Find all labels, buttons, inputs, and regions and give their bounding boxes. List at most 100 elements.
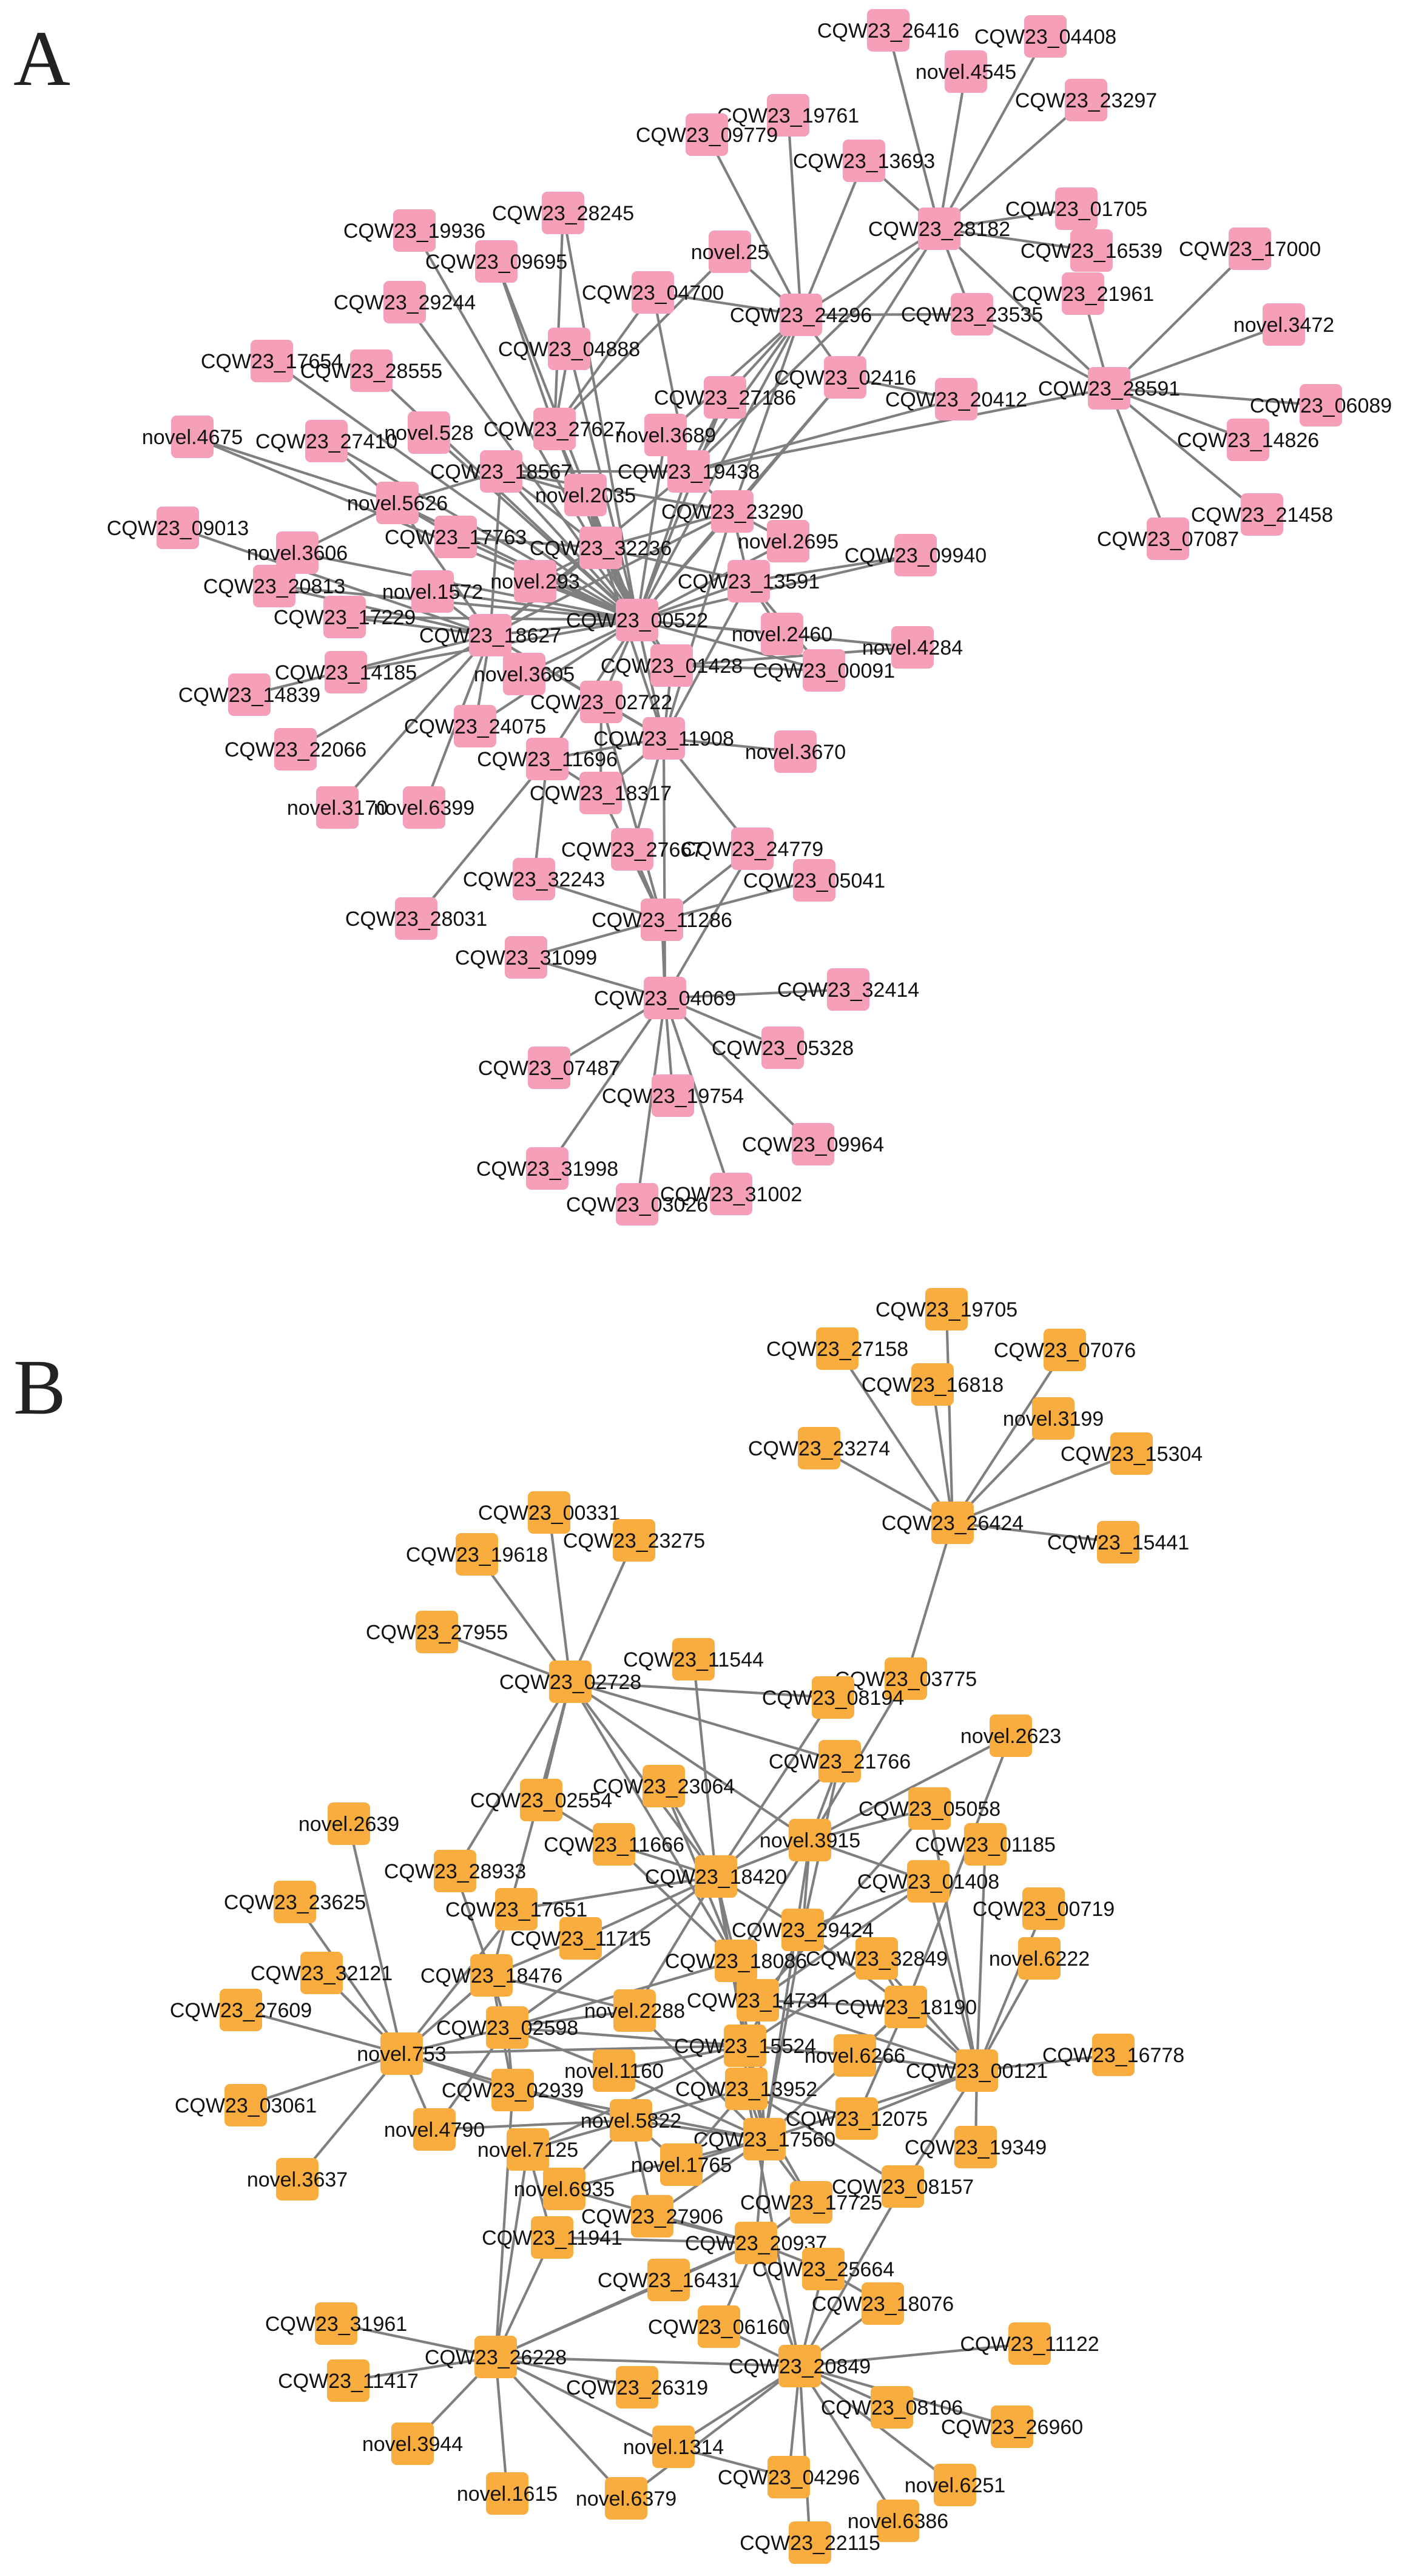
node-box: [735, 2222, 777, 2264]
node-box: [789, 2521, 831, 2564]
node-label: CQW23_14839: [178, 684, 320, 707]
node-cqw23-11286: CQW23_11286: [592, 899, 732, 941]
node-box: [1227, 419, 1269, 461]
node-box: [737, 1979, 779, 2021]
node-box: [885, 1986, 927, 2028]
node-box: [724, 2025, 766, 2067]
node-box: [798, 1427, 840, 1469]
node-box: [411, 570, 454, 613]
node-novel-3605: novel.3605: [474, 653, 575, 695]
node-cqw23-20937: CQW23_20937: [685, 2222, 827, 2264]
edge-cqw23-26424-to-cqw23-07076: [951, 1348, 1067, 1525]
edge-cqw23-24296-to-cqw23-23290: [730, 313, 803, 513]
node-cqw23-26319: CQW23_26319: [566, 2366, 708, 2409]
node-label: CQW23_20813: [203, 575, 345, 598]
node-cqw23-09940: CQW23_09940: [845, 534, 987, 576]
node-box: [644, 977, 686, 1019]
node-label: CQW23_23535: [901, 303, 1043, 326]
edge-cqw23-18420-to-cqw23-02598: [505, 1875, 718, 2029]
node-box: [951, 293, 993, 335]
edge-novel-753-to-cqw23-15524: [400, 2044, 747, 2055]
node-label: CQW23_01185: [915, 1833, 1056, 1856]
node-box: [520, 1779, 562, 1821]
node-box: [911, 1363, 954, 1406]
node-cqw23-13591: CQW23_13591: [678, 560, 820, 602]
node-label: CQW23_03775: [835, 1668, 977, 1691]
node-label: CQW23_32849: [806, 1947, 948, 1971]
node-cqw23-15441: CQW23_15441: [1047, 1521, 1189, 1563]
node-box: [790, 2181, 832, 2224]
node-novel-3472: novel.3472: [1233, 303, 1334, 346]
node-label: CQW23_28031: [345, 908, 487, 931]
node-cqw23-04700: CQW23_04700: [582, 271, 724, 314]
node-cqw23-18086: CQW23_18086: [665, 1940, 807, 1982]
node-label: CQW23_09013: [107, 517, 249, 540]
edge-novel-753-to-cqw23-17651: [400, 1907, 518, 2055]
node-cqw23-11941: CQW23_11941: [482, 2216, 623, 2259]
node-cqw23-16431: CQW23_16431: [598, 2259, 740, 2301]
node-cqw23-24075: CQW23_24075: [404, 705, 546, 747]
node-cqw23-23535: CQW23_23535: [901, 293, 1043, 335]
node-cqw23-14826: CQW23_14826: [1177, 419, 1319, 461]
node-label: CQW23_11696: [477, 748, 618, 771]
node-novel-3199: novel.3199: [1003, 1397, 1104, 1440]
node-box: [1024, 15, 1067, 58]
node-novel-2288: novel.2288: [584, 1989, 685, 2032]
edge-novel-753-to-cqw23-03061: [244, 2052, 403, 2107]
node-box: [843, 140, 885, 182]
node-box: [1229, 228, 1271, 270]
node-box: [434, 1850, 476, 1892]
node-cqw23-11908: CQW23_11908: [593, 717, 734, 760]
node-cqw23-02598: CQW23_02598: [436, 2006, 578, 2049]
node-box: [593, 1823, 635, 1866]
node-box: [495, 1888, 538, 1930]
edge-cqw23-28591-to-cqw23-14826: [1107, 386, 1250, 442]
node-cqw23-27627: CQW23_27627: [484, 408, 626, 450]
node-label: CQW23_27955: [366, 1621, 508, 1644]
node-label: novel.3944: [362, 2433, 463, 2456]
node-label: CQW23_06160: [648, 2316, 790, 2339]
node-label: CQW23_11544: [623, 1648, 764, 1671]
node-novel-6266: novel.6266: [805, 2034, 905, 2077]
node-box: [543, 2168, 585, 2210]
node-box: [542, 192, 584, 234]
node-label: novel.4545: [916, 61, 1016, 84]
edge-cqw23-17560-to-novel-2288: [633, 2009, 766, 2141]
node-cqw23-27158: CQW23_27158: [766, 1327, 908, 1370]
node-cqw23-18420: CQW23_18420: [645, 1855, 787, 1898]
node-label: novel.753: [357, 2043, 446, 2066]
node-novel-1160: novel.1160: [564, 2049, 664, 2092]
node-label: novel.7125: [477, 2139, 578, 2162]
node-box: [528, 1491, 570, 1534]
edge-cqw23-26424-to-cqw23-19705: [945, 1307, 954, 1525]
node-label: CQW23_28555: [300, 360, 442, 383]
node-label: CQW23_15304: [1061, 1443, 1203, 1466]
node-label: CQW23_28591: [1038, 377, 1180, 400]
node-label: CQW23_15441: [1047, 1531, 1189, 1554]
node-label: novel.6399: [374, 797, 474, 820]
node-label: CQW23_11122: [960, 2333, 1099, 2356]
edge-cqw23-20849-to-cqw23-22115: [798, 2364, 812, 2544]
node-label: CQW23_14734: [687, 1989, 829, 2012]
edge-novel-3915-to-cqw23-17560: [763, 1838, 812, 2141]
edge-cqw23-00522-to-cqw23-18627: [488, 618, 639, 637]
node-novel-6379: novel.6379: [576, 2477, 677, 2520]
edge-cqw23-28182-to-cqw23-02416: [843, 227, 941, 379]
node-label: CQW23_31002: [660, 1183, 802, 1206]
node-box: [767, 94, 809, 137]
edge-cqw23-00522-to-cqw23-09940: [635, 553, 917, 622]
node-novel-3915: novel.3915: [760, 1819, 860, 1861]
node-cqw23-27955: CQW23_27955: [366, 1611, 508, 1653]
edge-cqw23-18420-to-cqw23-08194: [714, 1696, 835, 1878]
node-cqw23-26424: CQW23_26424: [882, 1502, 1024, 1544]
node-box: [380, 2032, 423, 2075]
node-label: novel.4790: [384, 2119, 485, 2142]
node-label: CQW23_02722: [530, 691, 672, 714]
node-label: novel.3199: [1003, 1408, 1104, 1431]
node-label: novel.4675: [142, 426, 243, 449]
node-box: [474, 2336, 517, 2378]
node-box: [835, 2097, 878, 2140]
edge-cqw23-01428-to-novel-4284: [670, 646, 914, 667]
edge-cqw23-00121-to-cqw23-01185: [975, 1843, 987, 2072]
edge-cqw23-11286-to-cqw23-02722: [599, 700, 664, 922]
